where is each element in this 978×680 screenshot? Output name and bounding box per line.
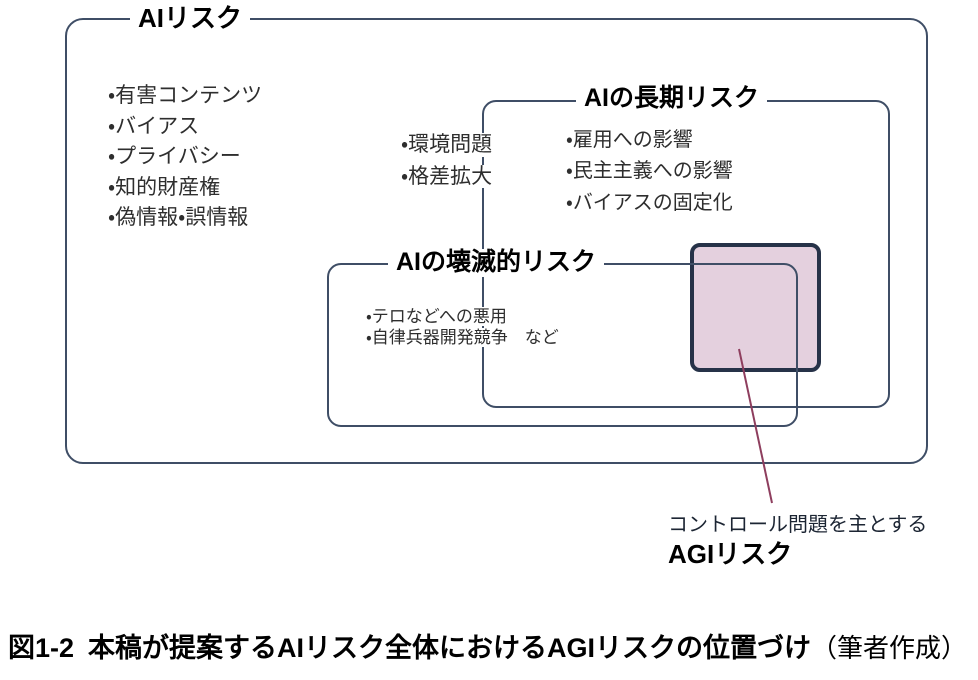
list-item: 民主主義への影響 — [566, 160, 733, 183]
list-item: バイアスの固定化 — [566, 191, 733, 215]
list-item: 格差拡大 — [401, 164, 493, 189]
callout-description: コントロール問題を主とする — [668, 514, 928, 536]
list-item: 知的財産権 — [108, 175, 221, 200]
list-item: 環境問題 — [401, 133, 493, 157]
catastrophic-risk-list: テロなどへの悪用 自律兵器開発競争 など — [366, 307, 559, 349]
general-risk-list: 有害コンテンツ バイアス プライバシー 知的財産権 偽情報・誤情報 — [108, 84, 263, 237]
list-item: バイアス — [108, 114, 200, 139]
list-item: 雇用への影響 — [566, 129, 693, 152]
catastrophic-risk-title: AIの壊滅的リスク — [388, 248, 605, 277]
boundary-risk-list: 環境問題 格差拡大 — [401, 133, 493, 196]
list-item: 自律兵器開発競争 など — [366, 328, 559, 348]
longterm-risk-list: 雇用への影響 民主主義への影響 バイアスの固定化 — [566, 129, 733, 223]
list-item: テロなどへの悪用 — [366, 307, 507, 327]
figure-number: 図1-2 — [8, 633, 75, 663]
longterm-risk-title: AIの長期リスク — [576, 84, 768, 113]
list-item: プライバシー — [108, 145, 241, 169]
figure-credit: （筆者作成） — [811, 634, 968, 663]
figure-caption: 図1-2 本稿が提案するAIリスク全体におけるAGIリスクの位置づけ（筆者作成） — [8, 626, 967, 665]
ai-risk-box — [65, 18, 928, 464]
agi-risk-callout: コントロール問題を主とする AGIリスク — [668, 513, 927, 570]
callout-agi-risk-label: AGIリスク — [668, 539, 793, 569]
figure-title: 本稿が提案するAIリスク全体におけるAGIリスクの位置づけ — [88, 633, 812, 663]
list-item: 有害コンテンツ — [108, 84, 263, 108]
list-item: 偽情報・誤情報 — [108, 206, 249, 230]
ai-risk-title: AIリスク — [130, 4, 251, 33]
